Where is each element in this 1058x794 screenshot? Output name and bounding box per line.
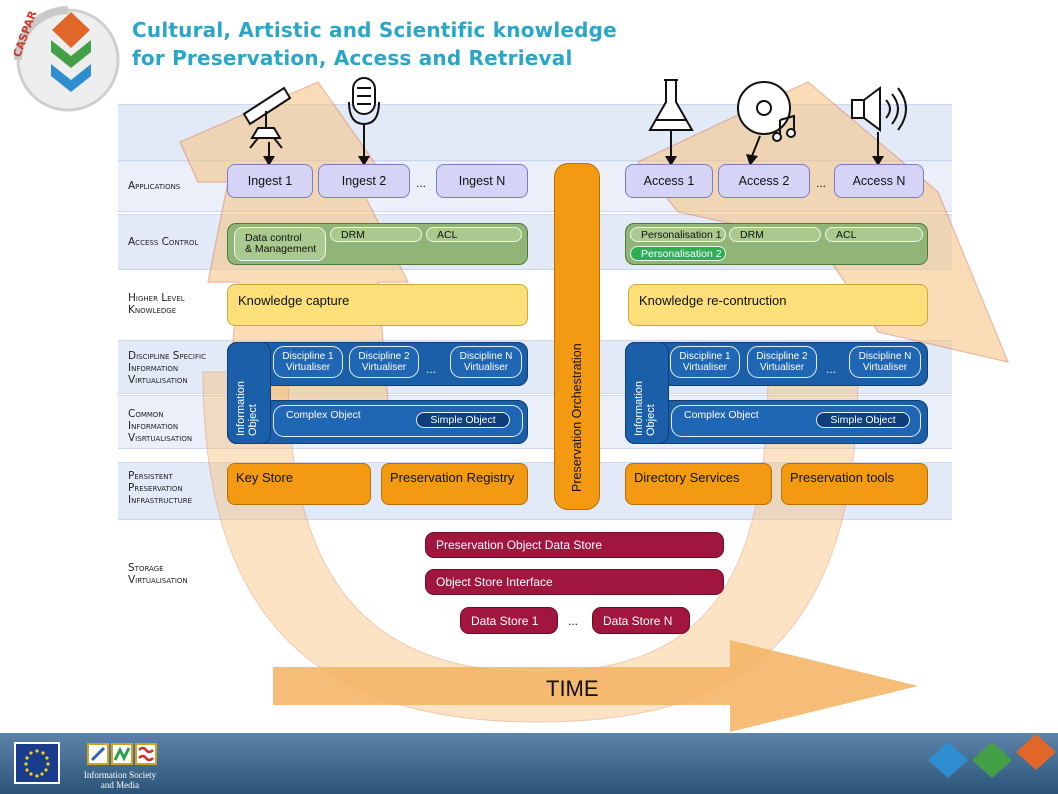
telescope-icon [242,86,292,166]
access-1-box: Access 1 [625,164,713,198]
knowledge-reconstruction-box: Knowledge re-contruction [628,284,928,326]
speaker-icon [851,86,907,166]
ingest-1-box: Ingest 1 [227,164,313,198]
ingest-2-box: Ingest 2 [318,164,410,198]
preservation-registry-box: Preservation Registry [381,463,528,505]
footer-diamonds-icon [928,734,1056,778]
layer-label-access-control: Access Control [128,236,199,248]
drm-pill-left: DRM [330,227,422,242]
info-object-label-right: Information Object [633,380,657,436]
drm-pill-right: DRM [729,227,821,242]
title-line-1: Cultural, Artistic and Scientific knowle… [132,18,617,42]
directory-services-box: Directory Services [625,463,772,505]
complex-object-left: Complex Object [273,405,523,437]
layer-label-persistent: Persistent Preservation Infrastructure [128,470,193,506]
knowledge-capture-box: Knowledge capture [227,284,528,326]
layer-label-common: Common Information Visrtualisation [128,408,193,444]
discipline-2-virtualiser-left: Discipline 2 Virtualiser [349,346,419,378]
preservation-orchestration-label: Preservation Orchestration [570,343,584,492]
cd-music-icon [737,81,796,166]
ingest-ellipsis: ... [416,176,427,190]
layer-label-discipline: Discipline Specific Information Virtuali… [128,350,206,386]
layer-label-storage: Storage Virtualisation [128,562,188,586]
preservation-object-data-store: Preservation Object Data Store [425,532,724,558]
access-2-box: Access 2 [718,164,810,198]
data-store-1: Data Store 1 [460,607,558,634]
discipline-2-virtualiser-right: Discipline 2 Virtualiser [747,346,817,378]
data-control-management: Data control & Management [234,227,326,261]
virtualiser-ellipsis-left: ... [426,362,437,376]
access-n-box: Access N [834,164,924,198]
eu-flag-icon [14,742,60,784]
microphone-icon [348,77,380,166]
info-object-label-left: Information Object [235,380,259,436]
object-store-interface: Object Store Interface [425,569,724,595]
preservation-tools-box: Preservation tools [781,463,928,505]
layer-label-higher-level: Higher Level Knowledge [128,292,185,316]
time-label: TIME [546,676,599,701]
information-society-text: Information Society and Media [83,770,157,790]
caspar-logo: CASPAR [11,6,120,112]
simple-object-right: Simple Object [816,412,910,428]
discipline-n-virtualiser-left: Discipline N Virtualiser [450,346,522,378]
title-line-2: for Preservation, Access and Retrieval [132,46,573,70]
flask-icon [648,79,694,166]
personalisation-1-pill: Personalisation 1 [630,227,726,242]
discipline-1-virtualiser-right: Discipline 1 Virtualiser [670,346,740,378]
acl-pill-left: ACL [426,227,522,242]
information-society-logo-icon [87,743,157,765]
footer-bar [0,733,1058,794]
info-object-column-left [227,342,271,444]
acl-pill-right: ACL [825,227,923,242]
preservation-orchestration-bar [554,163,600,510]
virtualiser-ellipsis-right: ... [826,362,837,376]
simple-object-left: Simple Object [416,412,510,428]
ingest-n-box: Ingest N [436,164,528,198]
key-store-box: Key Store [227,463,371,505]
discipline-1-virtualiser-left: Discipline 1 Virtualiser [273,346,343,378]
layer-label-applications: Applications [128,180,181,192]
data-store-n: Data Store N [592,607,690,634]
info-object-column-right [625,342,669,444]
discipline-n-virtualiser-right: Discipline N Virtualiser [849,346,921,378]
access-ellipsis: ... [816,176,827,190]
data-store-ellipsis: ... [568,614,579,628]
personalisation-2-pill: Personalisation 2 [630,246,726,261]
